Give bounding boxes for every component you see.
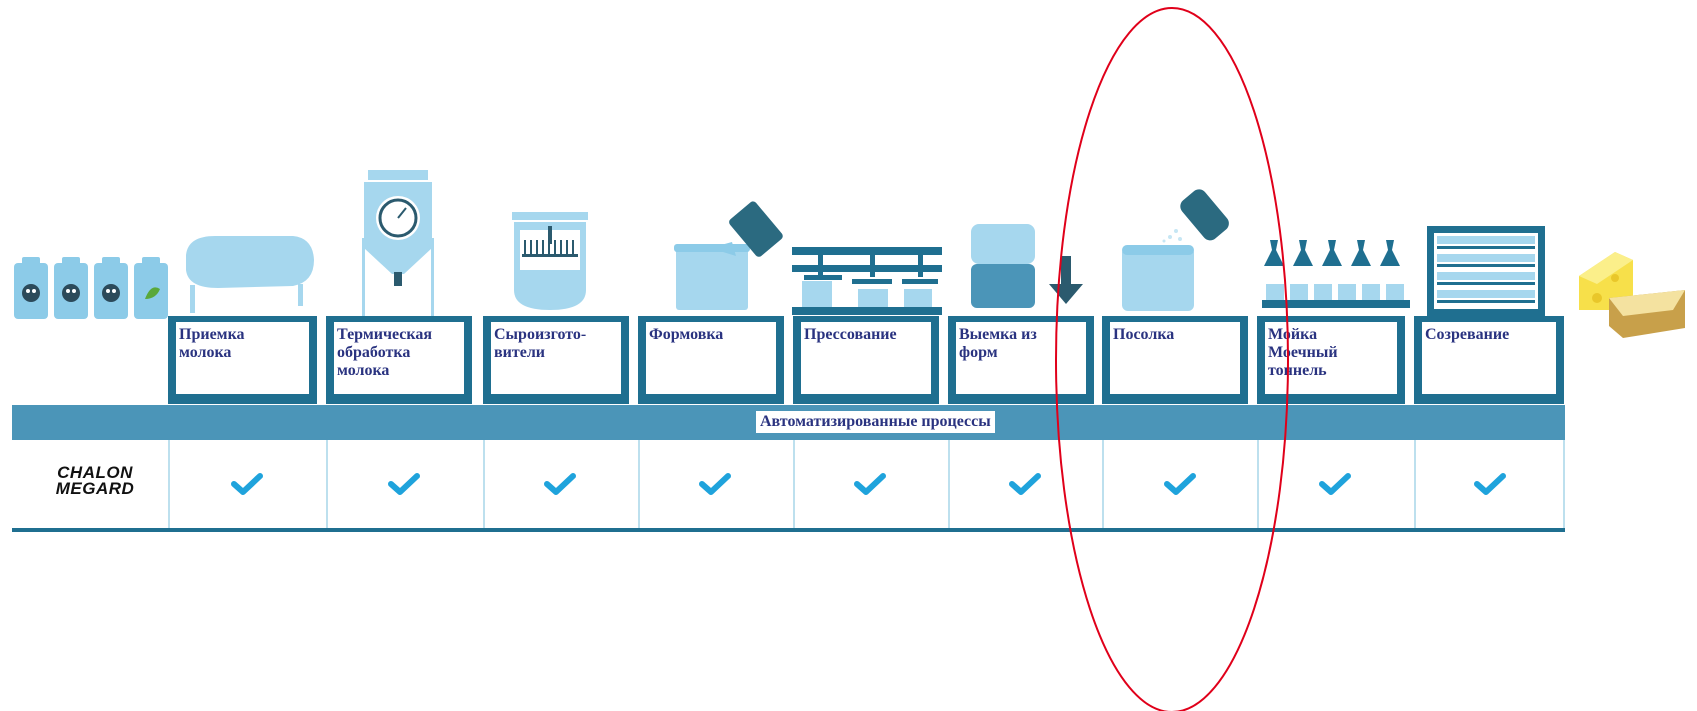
check-mark-icon: [544, 473, 576, 495]
step-label: Формовка: [649, 326, 724, 343]
ripening-rack-icon: [1427, 226, 1545, 316]
step-washing: Мойка Моечный тоннель: [1257, 316, 1405, 404]
check-mark-icon: [1009, 473, 1041, 495]
step-label: Приемка молока: [179, 326, 245, 361]
check-mark-icon: [1164, 473, 1196, 495]
salting-icon: [1122, 189, 1229, 311]
step-milk-reception: Приемка молока: [168, 316, 317, 404]
step-label: Посолка: [1113, 326, 1175, 343]
cheese-icon: [1579, 252, 1685, 338]
step-salting: Посолка: [1102, 316, 1248, 404]
row-cell: [1102, 440, 1257, 528]
row-cell: [1257, 440, 1414, 528]
step-demoulding: Выемка из форм: [948, 316, 1094, 404]
check-mark-icon: [231, 473, 263, 495]
automated-processes-label: Автоматизированные процессы: [756, 411, 995, 433]
row-cell: [326, 440, 483, 528]
row-cell: [948, 440, 1102, 528]
step-label: Созревание: [1425, 326, 1510, 343]
step-cheese-vats: Сыроизгото- вители: [483, 316, 629, 404]
press-icon: [792, 247, 942, 315]
step-label: Мойка Моечный тоннель: [1268, 326, 1338, 379]
milk-cans-icon: [14, 257, 168, 319]
moulding-icon: [674, 201, 783, 310]
row-cell: [168, 440, 326, 528]
row-cell: [793, 440, 948, 528]
step-heat-treatment: Термическая обработка молока: [326, 316, 472, 404]
row-cell: [1414, 440, 1565, 528]
cheese-vat-icon: [512, 212, 588, 310]
milk-tank-icon: [186, 235, 314, 313]
step-label: Термическая обработка молока: [337, 326, 432, 379]
check-mark-icon: [699, 473, 731, 495]
step-pressing: Прессование: [793, 316, 939, 404]
check-mark-icon: [854, 473, 886, 495]
check-mark-icon: [1319, 473, 1351, 495]
chalon-megard-logo: CHALON MEGARD: [50, 463, 140, 498]
row-bottom-border: [12, 528, 1565, 532]
row-cell: [483, 440, 638, 528]
washing-tunnel-icon: [1262, 240, 1410, 308]
demoulding-icon: [971, 224, 1083, 308]
check-mark-icon: [388, 473, 420, 495]
step-moulding: Формовка: [638, 316, 784, 404]
logo-line-2: MEGARD: [55, 479, 135, 498]
row-cell: [638, 440, 793, 528]
pasteurizer-icon: [362, 170, 434, 316]
step-label: Выемка из форм: [959, 326, 1037, 361]
step-label: Прессование: [804, 326, 897, 343]
check-mark-icon: [1474, 473, 1506, 495]
step-ripening: Созревание: [1414, 316, 1564, 404]
logo-line-1: CHALON: [57, 463, 133, 482]
step-label: Сыроизгото- вители: [494, 326, 587, 361]
